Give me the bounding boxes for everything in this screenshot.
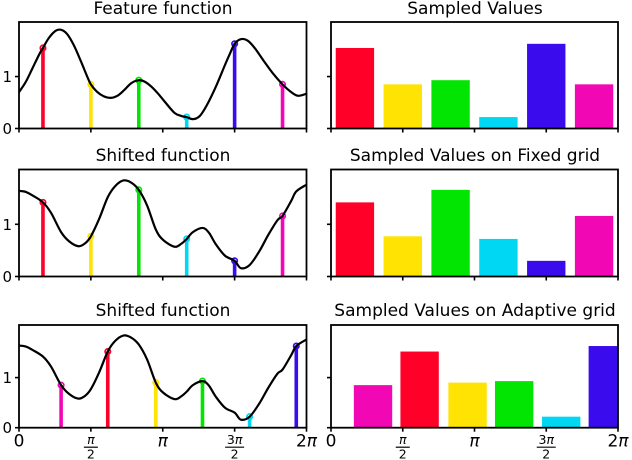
y-tick-label: 1	[2, 216, 12, 234]
x-tick-label-denominator: 2	[231, 447, 239, 460]
function-curve	[19, 334, 307, 421]
cyan-stem-marker	[246, 413, 254, 421]
red-bar	[400, 351, 439, 428]
green-bar	[431, 80, 470, 129]
x-tick-label-numerator: π	[87, 432, 95, 447]
y-tick-label: 0	[2, 419, 12, 437]
red-bar	[335, 47, 375, 129]
function-curve	[19, 179, 307, 270]
green-bar	[431, 189, 470, 277]
sampled-values-plot	[327, 21, 619, 133]
red-stem-marker	[104, 348, 112, 356]
shifted-function-adaptive-data	[19, 334, 307, 428]
x-tick-label-denominator: 2	[87, 447, 95, 460]
yellow-stem-marker	[87, 80, 95, 88]
yellow-bar	[383, 84, 422, 129]
blue-bar	[527, 43, 566, 129]
blue-stem-marker	[231, 40, 239, 48]
blue-stem-marker	[231, 257, 239, 265]
red-bar	[335, 202, 375, 277]
cyan-bar	[479, 117, 518, 129]
y-tick-label: 0	[2, 268, 12, 286]
title-sampled-values-fixed: Sampled Values on Fixed grid	[349, 146, 601, 166]
title-feature-function: Feature function	[93, 0, 233, 19]
x-tick-label: 0	[326, 432, 337, 452]
y-tick-label: 1	[2, 68, 12, 86]
red-stem-marker	[39, 198, 47, 206]
sampled-values-fixed-grid-data	[335, 189, 614, 277]
sampled-values-adaptive-grid-data	[353, 346, 618, 428]
title-sampled-values-adaptive: Sampled Values on Adaptive grid	[334, 301, 616, 321]
x-tick-label-denominator: 2	[542, 447, 550, 460]
green-stem-marker	[135, 186, 143, 194]
magenta-bar	[353, 385, 393, 428]
sampled-values-fixed-grid-plot	[327, 168, 619, 281]
sampled-values-data	[335, 43, 614, 129]
yellow-bar	[383, 236, 422, 277]
title-shifted-function-adaptive: Shifted function	[95, 301, 231, 321]
x-tick-label: 2π	[607, 432, 629, 452]
x-tick-label: π	[469, 432, 480, 452]
x-tick-label-numerator: π	[399, 432, 407, 447]
x-tick-label-numerator: 3π	[227, 432, 243, 447]
y-tick-label: 1	[2, 369, 12, 387]
cyan-bar	[479, 238, 518, 277]
feature-function-plot: 01	[2, 21, 308, 138]
title-sampled-values: Sampled Values	[407, 0, 543, 19]
magenta-stem-marker	[57, 381, 65, 389]
x-tick-label-numerator: 3π	[539, 432, 555, 447]
axes-frame	[18, 21, 308, 130]
y-tick-label: 0	[2, 120, 12, 138]
yellow-stem-marker	[87, 232, 95, 240]
magenta-bar	[574, 215, 614, 277]
axes-frame	[18, 168, 308, 278]
shifted-function-fixed-data	[19, 179, 307, 277]
magenta-stem-marker	[278, 212, 287, 220]
magenta-stem-marker	[278, 80, 287, 88]
feature-function-data	[19, 28, 307, 129]
function-curve	[19, 28, 307, 121]
blue-stem-marker	[292, 342, 300, 350]
title-shifted-function-fixed: Shifted function	[95, 146, 231, 166]
magenta-bar	[574, 84, 614, 129]
x-tick-label-denominator: 2	[399, 447, 407, 460]
x-tick-label: 2π	[296, 432, 318, 452]
cyan-bar	[542, 416, 581, 428]
cyan-stem-marker	[183, 235, 191, 243]
green-bar	[494, 381, 534, 428]
blue-bar	[527, 260, 566, 277]
x-tick-label: 0	[14, 432, 25, 452]
yellow-bar	[448, 382, 487, 428]
red-stem-marker	[39, 44, 47, 52]
blue-bar	[588, 346, 618, 428]
x-tick-label: π	[158, 432, 169, 452]
shifted-function-fixed-plot: 01	[2, 168, 308, 286]
